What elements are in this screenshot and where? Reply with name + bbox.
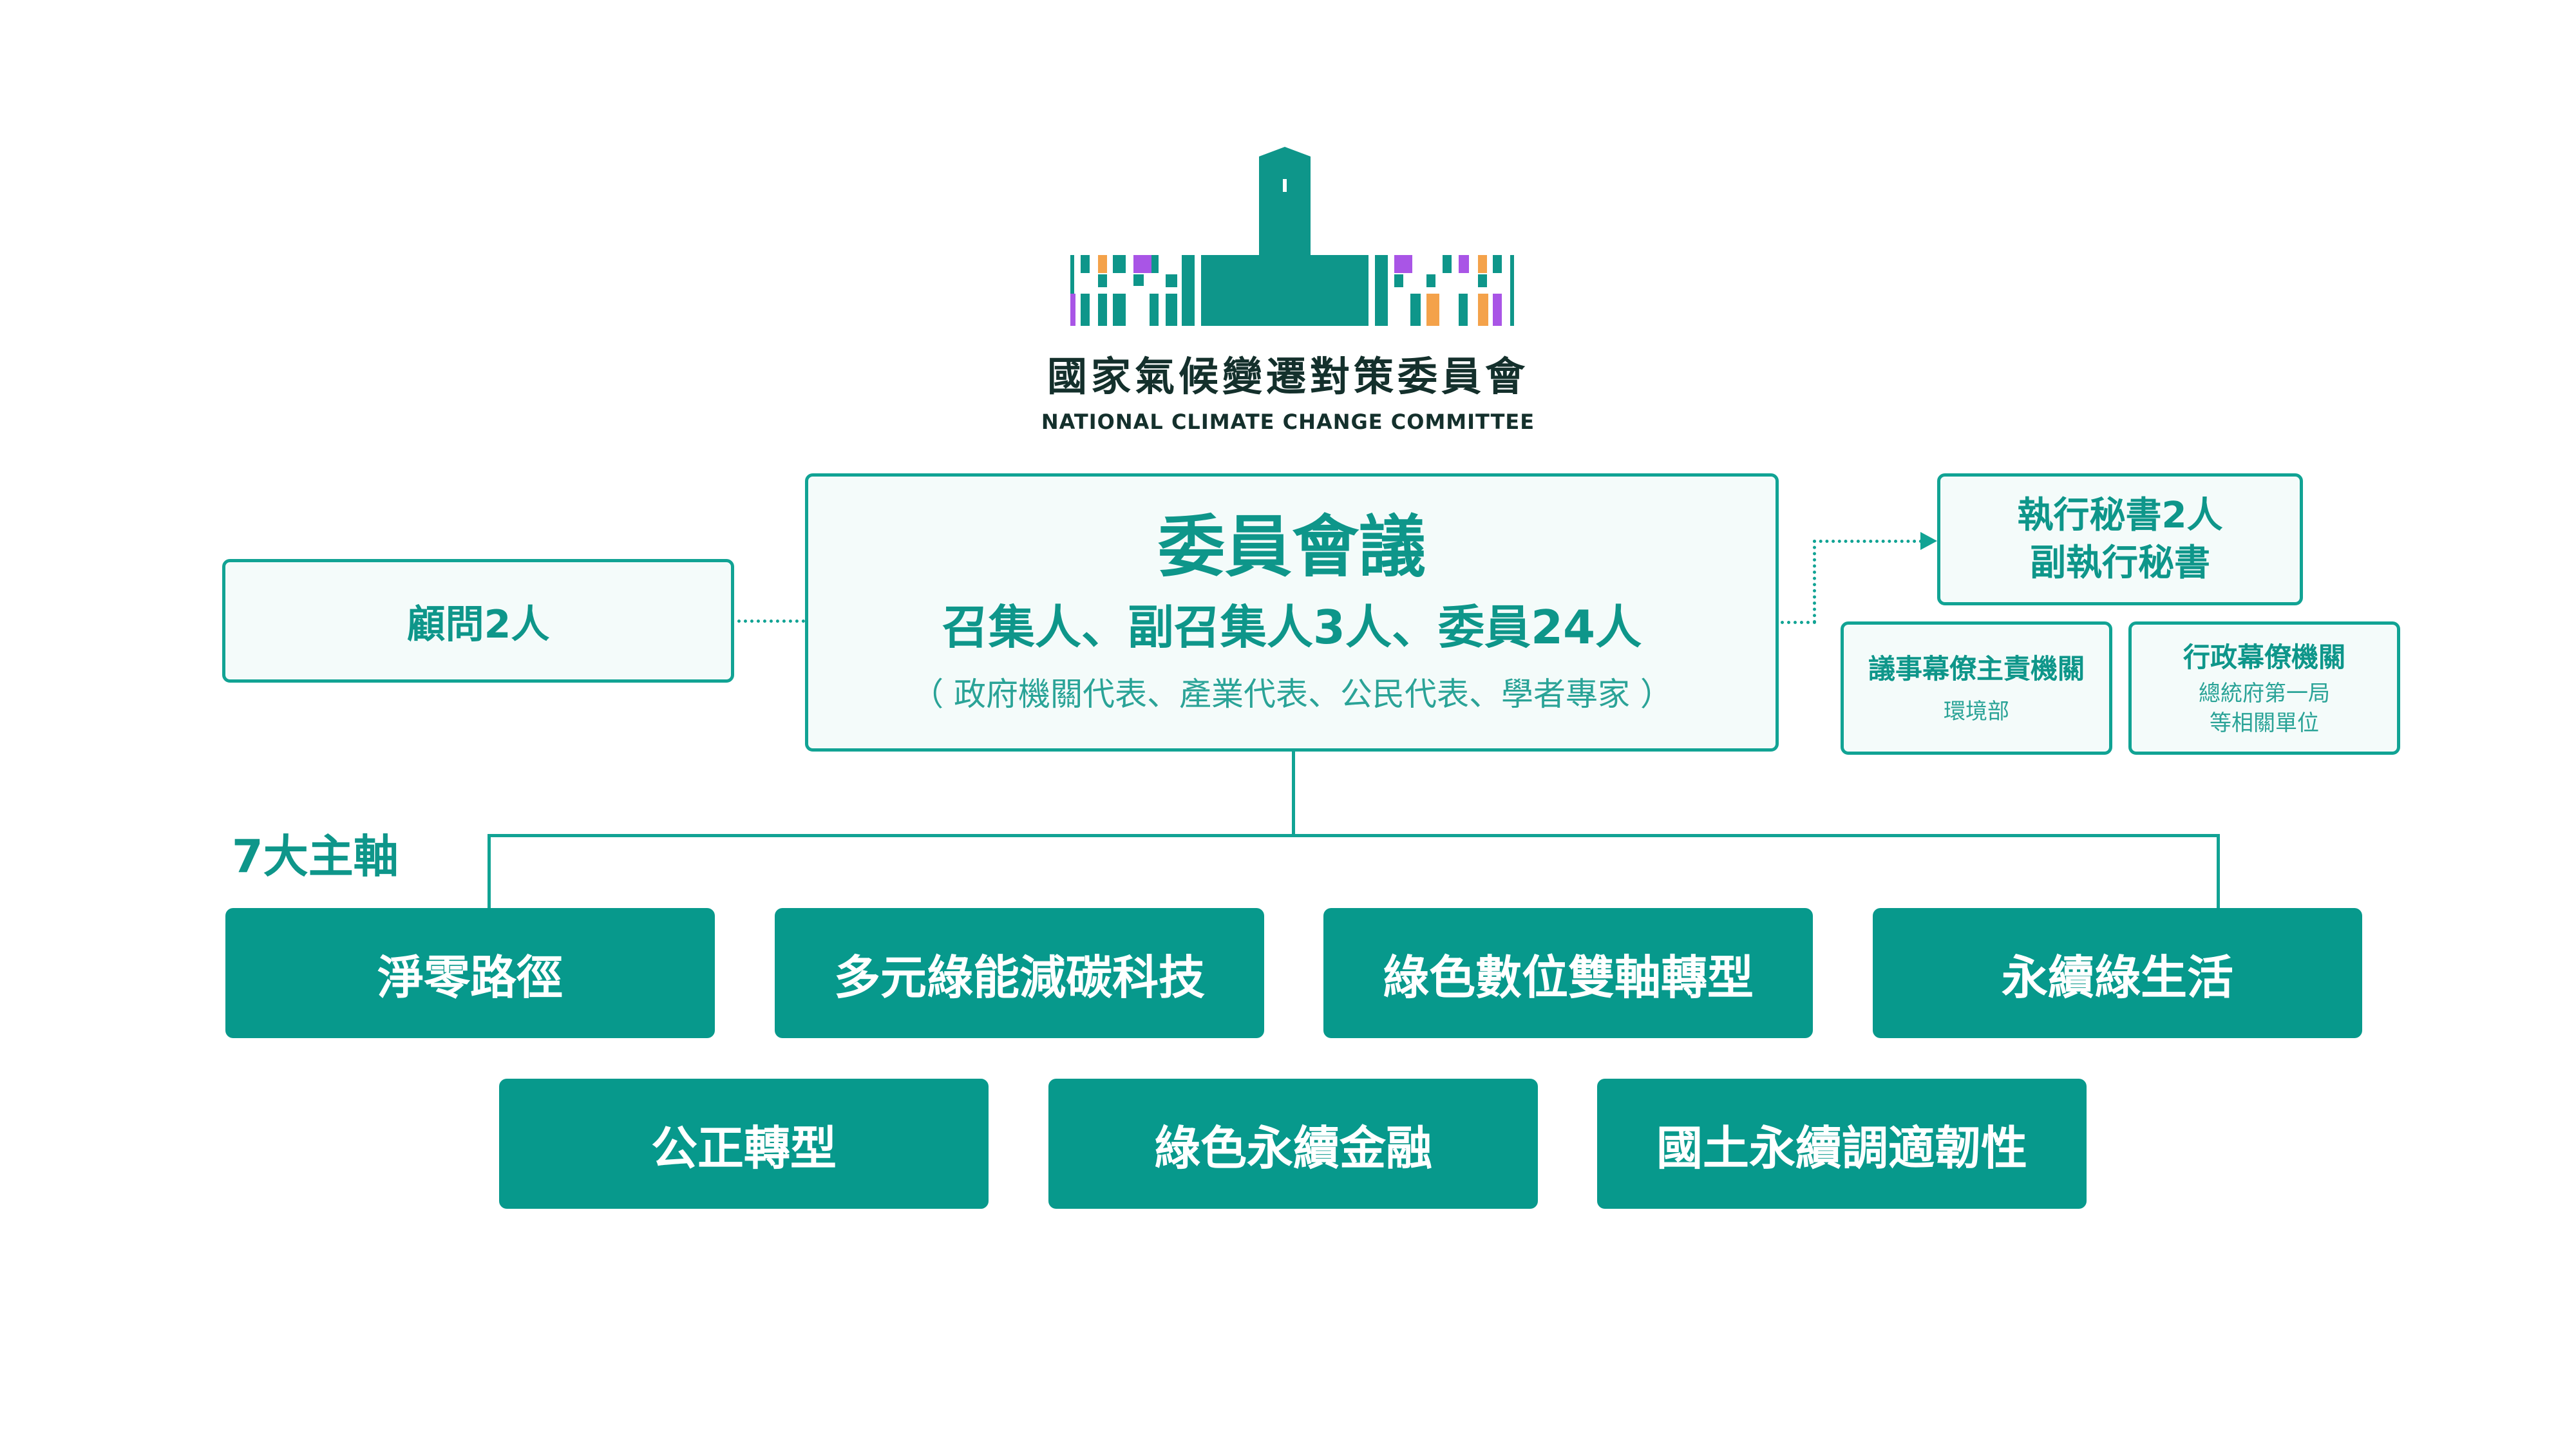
executive-connector-h2 — [1813, 540, 1922, 543]
admin-staff-unit-box: 行政幕僚機關 總統府第一局 等相關單位 — [2128, 621, 2400, 755]
tree-connector-left — [488, 834, 491, 911]
deputy-executive-secretary: 副執行秘書 — [2030, 542, 2210, 584]
committee-members: 召集人、副召集人3人、委員24人 — [942, 600, 1642, 654]
axis-net-zero-pathway: 淨零路徑 — [225, 908, 715, 1038]
executive-connector-h1 — [1781, 621, 1816, 624]
committee-logo-emblem — [1070, 147, 1514, 326]
committee-representatives-note: （ 政府機關代表、產業代表、公民代表、學者專家 ） — [911, 676, 1672, 713]
committee-meeting-box: 委員會議 召集人、副召集人3人、委員24人 （ 政府機關代表、產業代表、公民代表… — [805, 473, 1779, 752]
admin-staff-unit-title: 行政幕僚機關 — [2183, 641, 2345, 673]
agenda-staff-unit-box: 議事幕僚主責機關 環境部 — [1841, 621, 2112, 755]
advisor-label: 顧問2人 — [406, 601, 550, 647]
axis-sustainable-finance: 綠色永續金融 — [1048, 1079, 1538, 1209]
axis-green-energy-tech: 多元綠能減碳科技 — [775, 908, 1264, 1038]
admin-staff-unit-related: 等相關單位 — [2210, 710, 2319, 736]
advisor-connector — [737, 620, 805, 623]
tree-connector-vertical — [1292, 752, 1295, 835]
executive-secretary: 執行秘書2人 — [2017, 494, 2223, 536]
axis-just-transition: 公正轉型 — [499, 1079, 989, 1209]
agenda-staff-unit-title: 議事幕僚主責機關 — [1868, 652, 2085, 685]
executive-connector-v — [1813, 540, 1816, 623]
committee-name-en: NATIONAL CLIMATE CHANGE COMMITTEE — [1041, 410, 1535, 434]
tree-connector-horizontal — [488, 834, 2220, 837]
axes-label: 7大主軸 — [232, 830, 399, 883]
committee-name-zh: 國家氣候變遷對策委員會 — [1046, 353, 1529, 400]
executive-secretary-box: 執行秘書2人 副執行秘書 — [1937, 473, 2303, 605]
axis-twin-transformation: 綠色數位雙軸轉型 — [1323, 908, 1813, 1038]
axis-sustainable-living: 永續綠生活 — [1873, 908, 2362, 1038]
tree-connector-right — [2217, 834, 2220, 911]
axis-land-resilience: 國土永續調適韌性 — [1597, 1079, 2087, 1209]
committee-meeting-title: 委員會議 — [1157, 507, 1426, 586]
admin-staff-unit-agency: 總統府第一局 — [2199, 680, 2330, 706]
advisor-box: 顧問2人 — [222, 559, 734, 683]
agenda-staff-unit-agency: 環境部 — [1944, 698, 2009, 724]
arrowhead-icon — [1920, 532, 1937, 550]
